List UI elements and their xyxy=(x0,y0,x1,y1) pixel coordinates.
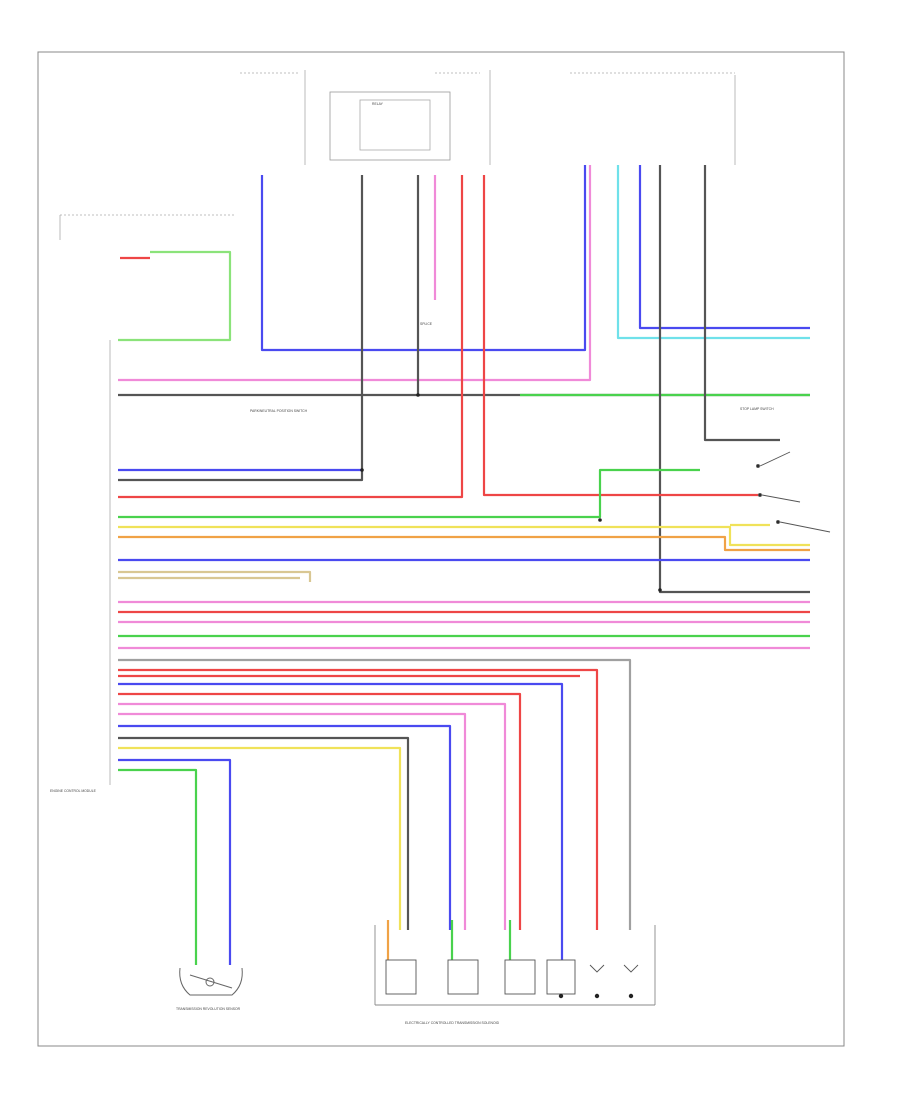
ecm-label: ENGINE CONTROL MODULE xyxy=(50,789,97,793)
wire-grn xyxy=(118,768,198,965)
component-labels: ENGINE CONTROL MODULE ELECTRICALLY CONTR… xyxy=(50,102,774,1025)
wire-red xyxy=(118,692,522,930)
wire-red xyxy=(482,175,760,497)
stop-lamp-switch-label: STOP LAMP SWITCH xyxy=(740,407,774,411)
wires-layer xyxy=(118,165,810,965)
wire-blu xyxy=(118,724,452,930)
wire-blu xyxy=(118,758,232,965)
wire-blu xyxy=(260,165,587,352)
wire-red xyxy=(118,175,464,499)
relay-label: RELAY xyxy=(372,102,384,106)
wire-pnk xyxy=(118,712,467,930)
solenoid-unit-label: ELECTRICALLY CONTROLLED TRANSMISSION SOL… xyxy=(405,1021,500,1025)
wire-blk xyxy=(118,175,364,482)
wire-lt-grn xyxy=(118,250,232,342)
solenoid-4 xyxy=(546,959,576,995)
ecm-bracket xyxy=(59,214,235,785)
wire-grn xyxy=(118,468,700,519)
wire-org xyxy=(118,535,810,552)
wire-blk xyxy=(703,165,780,442)
wire-blu xyxy=(118,682,564,960)
right-switches xyxy=(756,451,831,533)
wire-blk xyxy=(658,165,810,594)
wire-tan xyxy=(118,570,312,582)
wire-blk xyxy=(118,736,410,930)
splice-dots xyxy=(360,393,662,592)
wire-lt-blu xyxy=(616,165,810,340)
solenoid-assembly xyxy=(374,925,656,1006)
wire-blu xyxy=(638,165,810,330)
wire-pnk xyxy=(118,165,592,382)
wire-yel xyxy=(118,746,402,930)
revolution-sensor-label: TRANSMISSION REVOLUTION SENSOR xyxy=(176,1007,241,1011)
top-components xyxy=(240,70,736,165)
solenoid-2 xyxy=(447,959,479,995)
revolution-sensor xyxy=(179,967,243,996)
wire-gry xyxy=(118,658,632,930)
diagram-border xyxy=(37,51,845,1047)
park-neutral-switch-label: PARK/NEUTRAL POSITION SWITCH xyxy=(250,409,308,413)
wire-red xyxy=(118,668,599,930)
solenoid-3 xyxy=(504,959,536,995)
splice-label: SPLICE xyxy=(420,322,433,326)
solenoid-1 xyxy=(385,959,417,995)
wire-pnk xyxy=(118,702,507,930)
relay-box xyxy=(329,91,451,161)
wire-yel xyxy=(118,525,810,547)
